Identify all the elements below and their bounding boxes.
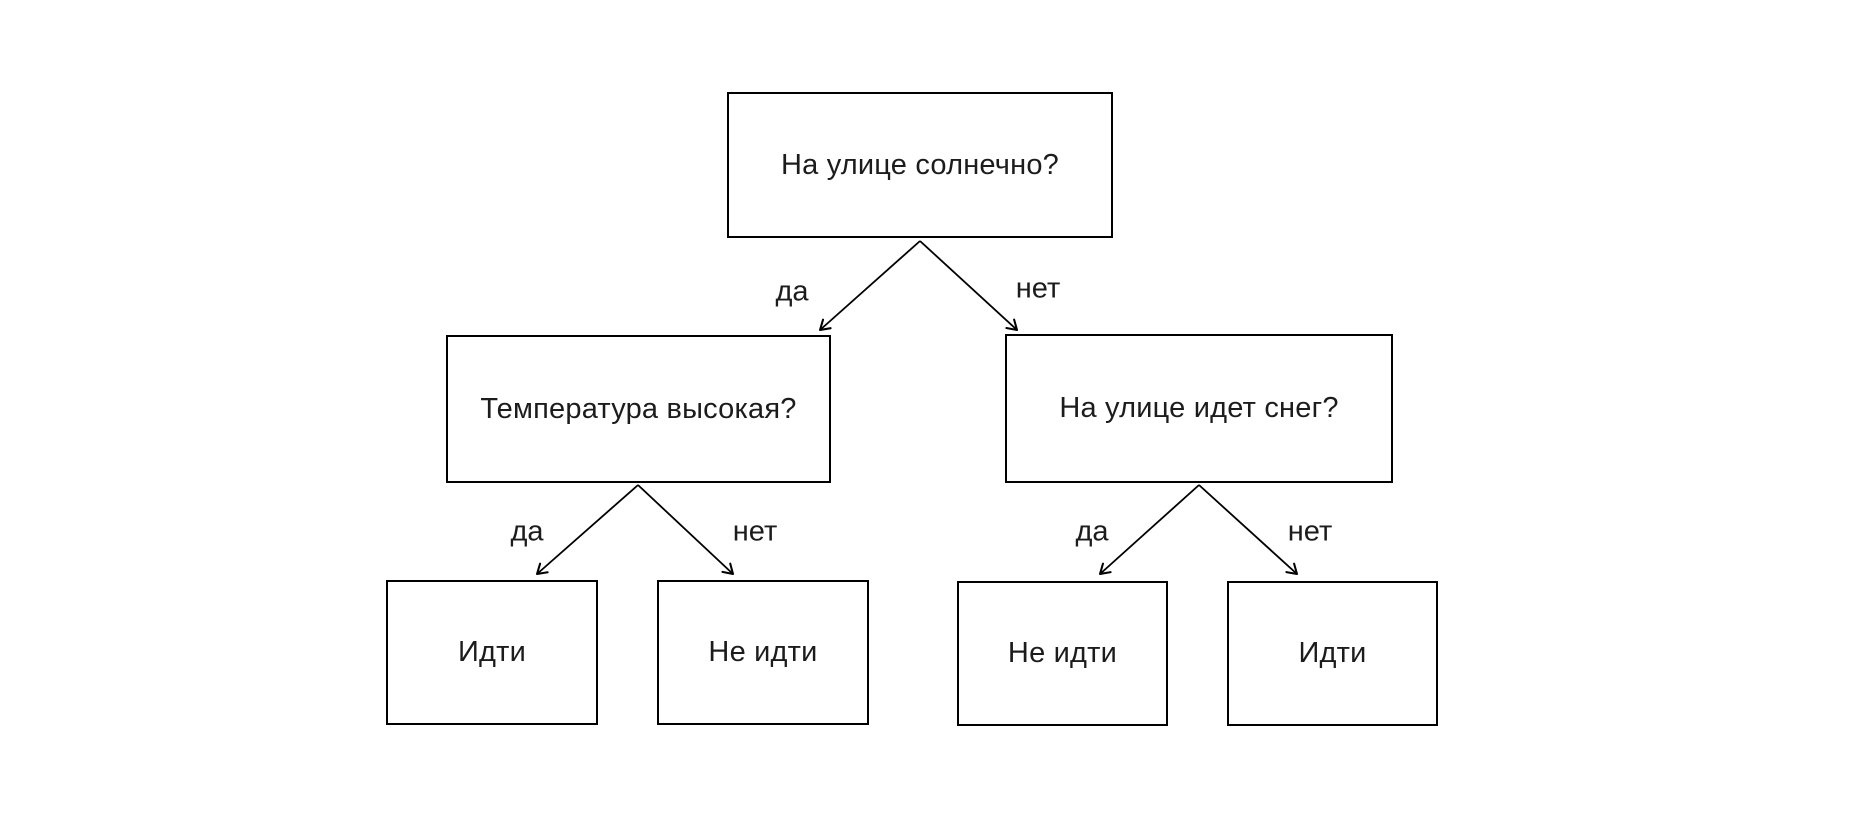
node-label: На улице идет снег?	[1059, 392, 1339, 425]
leaf-node-go-2: Идти	[1227, 581, 1438, 726]
leaf-node-no-go-1: Не идти	[657, 580, 869, 725]
edge-label-да-go-1: да	[510, 515, 544, 548]
edge-label-да-no-go-2: да	[1075, 515, 1109, 548]
node-label: Идти	[457, 636, 527, 669]
node-label: Не идти	[1007, 637, 1118, 670]
edge-label-нет-go-2: нет	[1287, 515, 1333, 548]
edge-arrow-q-temp-go-1	[535, 484, 639, 576]
edge-label-да-q-temp: да	[775, 275, 809, 308]
leaf-node-go-1: Идти	[386, 580, 598, 725]
decision-node-q-sunny: На улице солнечно?	[727, 92, 1113, 238]
edge-arrow-q-temp-no-go-1	[637, 484, 735, 576]
decision-node-q-snow: На улице идет снег?	[1005, 334, 1393, 483]
node-label: Температура высокая?	[480, 392, 797, 425]
edge-arrow-q-snow-no-go-2	[1098, 484, 1200, 576]
edge-label-нет-no-go-1: нет	[732, 515, 778, 548]
edge-arrow-q-sunny-q-snow	[919, 240, 1019, 332]
edge-arrow-q-sunny-q-temp	[818, 240, 921, 332]
edge-label-нет-q-snow: нет	[1015, 272, 1061, 305]
edge-arrow-q-snow-go-2	[1198, 484, 1299, 576]
node-label: Не идти	[708, 636, 818, 669]
node-label: На улице солнечно?	[781, 148, 1059, 181]
leaf-node-no-go-2: Не идти	[957, 581, 1168, 726]
decision-node-q-temp: Температура высокая?	[446, 335, 831, 483]
node-label: Идти	[1298, 637, 1367, 670]
